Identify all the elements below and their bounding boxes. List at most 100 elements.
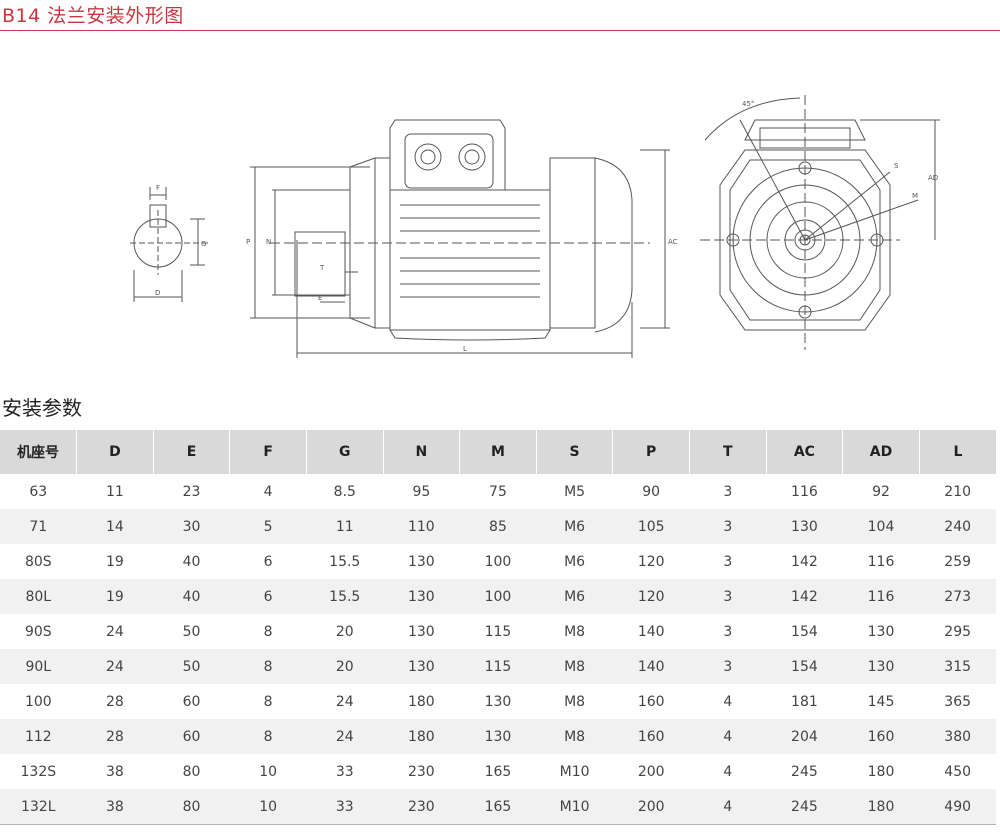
table-cell: 200 [612,789,690,825]
table-cell: 40 [153,579,230,614]
label-m: M [912,192,918,200]
column-header: L [918,430,996,474]
table-cell: 38 [76,789,154,825]
column-header: T [688,430,767,474]
label-t: T [319,264,325,272]
table-cell: 90L [0,649,77,684]
table-cell: 20 [335,623,354,640]
table-cell: 15.5 [329,553,361,570]
table-cell: 365 [944,693,972,710]
table-cell: 90 [642,483,661,500]
table-cell: 10 [229,789,307,825]
label-s: S [894,162,899,170]
table-cell: 180 [842,789,920,825]
table-cell: 80 [182,763,201,780]
table-cell: M6 [564,553,586,570]
table-cell: 60 [182,693,201,710]
table-cell: 130 [459,719,537,754]
table-cell: 20 [306,649,384,684]
table-cell: 11 [106,483,124,500]
label-n: N [266,238,271,246]
table-cell: 105 [612,509,690,544]
table-cell: 104 [842,509,920,544]
table-cell: 75 [489,483,507,500]
motor-side-view [250,119,670,358]
table-cell: 160 [842,719,920,754]
column-header: P [612,430,690,474]
table-cell: 145 [867,693,895,710]
table-cell: 92 [872,483,890,500]
table-cell: 130 [407,623,435,640]
table-cell: 3 [689,649,767,684]
table-cell: 50 [153,649,230,684]
table-cell: 30 [153,509,230,544]
label-ad: AD [928,174,938,182]
table-cell: 3 [723,483,733,500]
table-cell: 130 [484,693,512,710]
column-header: D [76,430,154,474]
column-header: 机座号 [0,430,77,474]
table-cell: 11 [306,509,384,544]
table-cell: M10 [559,763,590,780]
table-cell: 154 [791,623,818,640]
table-cell: 3 [723,553,733,570]
table-cell: 154 [766,649,843,684]
column-header: S [535,430,613,474]
table-cell: 4 [723,763,733,780]
page-header: B14 法兰安装外形图 [0,0,1000,32]
table-cell: 24 [76,649,154,684]
table-cell: 4 [689,789,767,825]
table-cell: M8 [536,649,613,684]
table-cell: 80L [0,579,77,614]
table-cell: 165 [484,763,512,780]
table-cell: 33 [306,789,384,825]
table-cell: 6 [263,553,273,570]
column-header: AC [765,430,843,474]
table-cell: 100 [484,553,512,570]
table-cell: 490 [919,789,996,825]
table-cell: 273 [919,579,996,614]
table-cell: 19 [106,553,124,570]
table-cell: 50 [182,623,201,640]
table-cell: M6 [536,509,613,544]
table-cell: 3 [689,579,767,614]
column-header: E [152,430,230,474]
table-cell: 181 [791,693,818,710]
table-cell: 28 [106,693,124,710]
table-cell: 14 [76,509,154,544]
table-cell: 71 [0,509,77,544]
table-cell: 132S [20,763,57,780]
table-cell: 80S [24,553,52,570]
table-cell: 8 [229,719,307,754]
table-cell: 38 [106,763,124,780]
table-cell: 19 [76,579,154,614]
table-cell: 4 [689,719,767,754]
table-cell: 40 [182,553,201,570]
label-g: G [201,240,206,248]
table-cell: 116 [867,553,895,570]
section-title: 安装参数 [2,396,82,420]
table-cell: 180 [383,719,460,754]
table-cell: 4 [723,693,733,710]
table-cell: 140 [637,623,665,640]
table-cell: 180 [867,763,895,780]
table-cell: 3 [689,509,767,544]
table-cell: 315 [919,649,996,684]
table-cell: 200 [637,763,665,780]
table-cell: 116 [842,579,920,614]
column-header: G [305,430,384,474]
label-45-deg: 45° [742,100,754,108]
table-cell: 295 [944,623,972,640]
shaft-section-view [130,187,210,302]
table-cell: 130 [766,509,843,544]
table-cell: M10 [536,789,613,825]
table-cell: 6 [229,579,307,614]
